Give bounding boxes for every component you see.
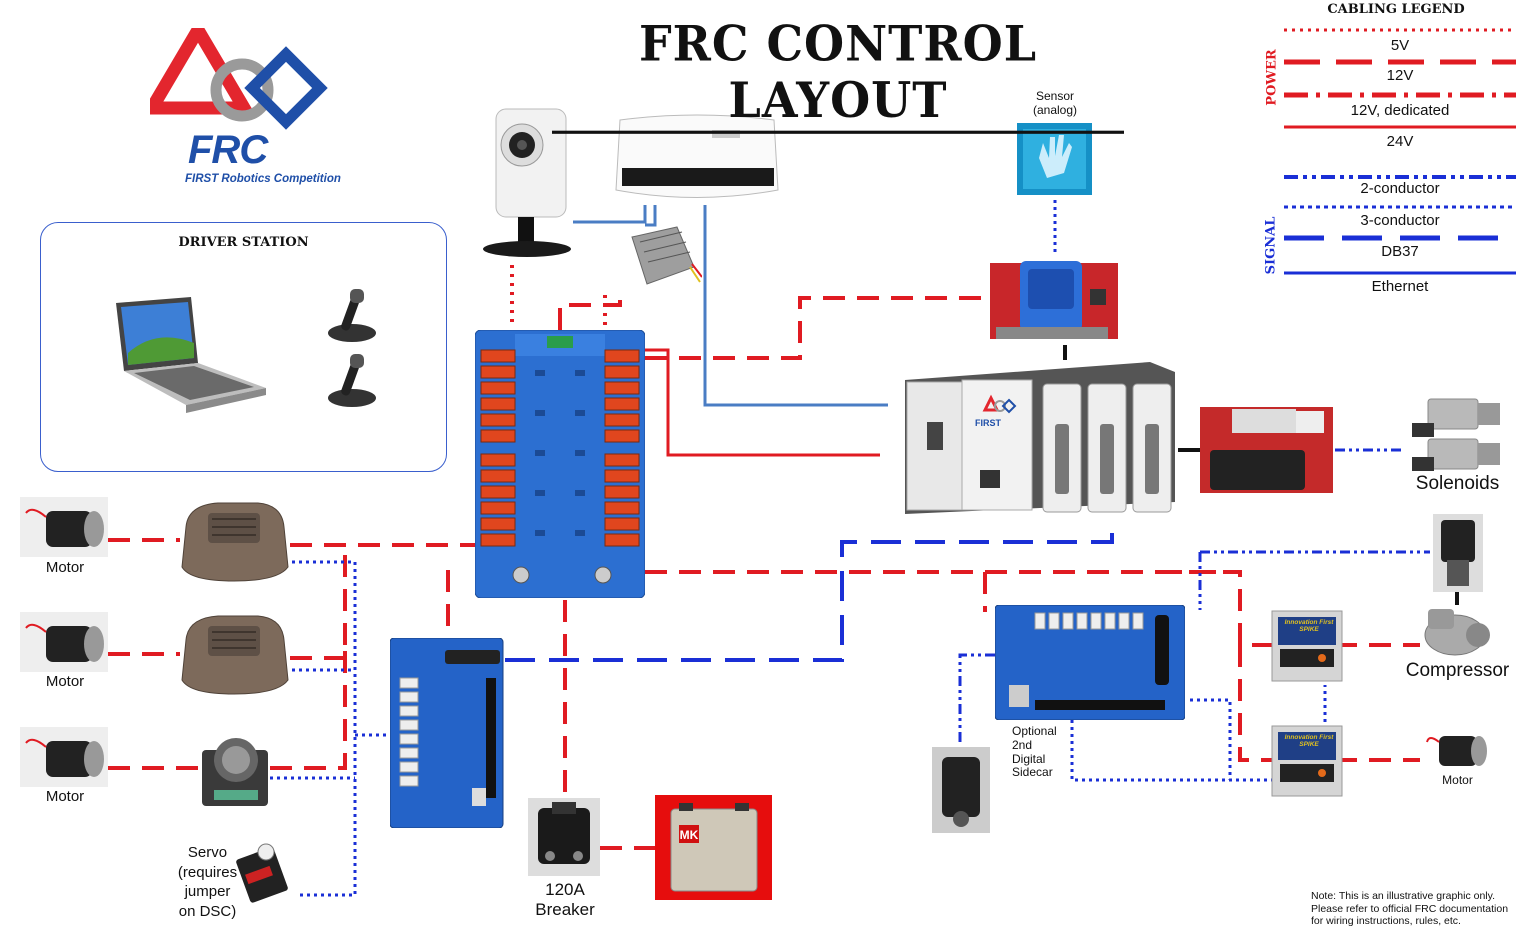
power-12v-wires [108, 290, 1420, 850]
laptop-icon [116, 297, 266, 413]
analog-breakout-icon [990, 261, 1118, 339]
cabling-legend [1284, 28, 1516, 275]
diagram-title: FRC CONTROL LAYOUT [552, 15, 1124, 134]
jaguar-speed-controller-icon [202, 738, 268, 806]
battery-icon: MK [655, 795, 772, 900]
spike-relay-label: Innovation First SPIKE [1284, 619, 1334, 633]
signal-2-conductor-wires [958, 448, 1430, 745]
legend-label-24v: 24V [1386, 133, 1414, 150]
driver-station-panel: DRIVER STATION [40, 222, 447, 472]
disclaimer-note: Note: This is an illustrative graphic on… [1311, 890, 1509, 928]
legend-label-12v-dedicated: 12V, dedicated [1350, 102, 1450, 119]
power-distribution-board-icon [475, 330, 645, 598]
compressor-icon [1424, 609, 1490, 656]
motor-label-1: Motor [45, 559, 85, 576]
legend-label-3-conductor: 3-conductor [1360, 212, 1440, 229]
legend-group-signal: SIGNAL [1263, 216, 1279, 275]
sensor-label: Sensor (analog) [1032, 89, 1078, 117]
spike-relay-icon [1271, 725, 1343, 797]
legend-label-5v: 5V [1390, 37, 1410, 54]
servo-icon [236, 843, 288, 903]
motor-label-2: Motor [45, 673, 85, 690]
ethernet-wires [573, 205, 888, 407]
digital-sidecar-2-icon [995, 605, 1185, 720]
first-logo-shapes [140, 17, 328, 130]
legend-label-2-conductor: 2-conductor [1360, 180, 1440, 197]
breaker-label: 120A Breaker [535, 880, 595, 919]
victor-speed-controller-icon [181, 615, 289, 695]
sidecar2-label: Optional 2nd Digital Sidecar [1012, 724, 1057, 780]
joystick-icon [328, 354, 376, 407]
axis-camera-icon [483, 108, 571, 257]
crio-brand-text: FIRST [975, 418, 1002, 428]
voltage-converter-icon [631, 226, 702, 285]
frc-logo: FRC FIRST Robotics Competition [140, 17, 365, 193]
motor-label-right: Motor [1442, 773, 1473, 787]
wireless-router-icon [615, 114, 779, 198]
crio-controller-icon: FIRST [905, 362, 1175, 514]
solenoid-valves-icon [1412, 398, 1500, 471]
power-24v-wires [640, 348, 880, 457]
pressure-switch-icon [1433, 514, 1483, 592]
legend-group-power: POWER [1264, 49, 1280, 106]
legend-label-ethernet: Ethernet [1371, 278, 1429, 295]
solenoid-breakout-icon [1200, 407, 1333, 493]
spike-relay-icon [1271, 610, 1343, 682]
driver-station-title: DRIVER STATION [178, 235, 309, 250]
motor-icon [20, 727, 108, 787]
circuit-breaker-icon [528, 798, 600, 876]
compressor-label: Compressor [1405, 660, 1510, 681]
frc-tagline: FIRST Robotics Competition [185, 173, 341, 185]
motor-icon [20, 497, 108, 557]
digital-sidecar-icon [390, 638, 504, 828]
encoder-sensor-icon [932, 747, 990, 833]
analog-sensor-icon [1017, 123, 1092, 195]
signal-db37-wires [505, 525, 1114, 662]
spike-relay-label: Innovation First SPIKE [1284, 734, 1334, 748]
legend-label-12v: 12V [1386, 67, 1414, 84]
motor-icon [1426, 736, 1487, 766]
legend-title: CABLING LEGEND [1327, 2, 1465, 17]
joystick-icon [328, 289, 376, 342]
signal-3-conductor-wires [270, 200, 1327, 897]
frc-brand-text: FRC [188, 128, 268, 172]
victor-speed-controller-icon [181, 502, 289, 582]
power-12v-dedicated-wires [510, 265, 607, 325]
servo-label: Servo (requires jumper on DSC) [177, 844, 238, 920]
battery-brand-text: MK [680, 828, 699, 842]
solenoids-label: Solenoids [1415, 473, 1500, 494]
motor-label-3: Motor [45, 788, 85, 805]
legend-label-db37: DB37 [1381, 243, 1419, 260]
motor-icon [20, 612, 108, 672]
